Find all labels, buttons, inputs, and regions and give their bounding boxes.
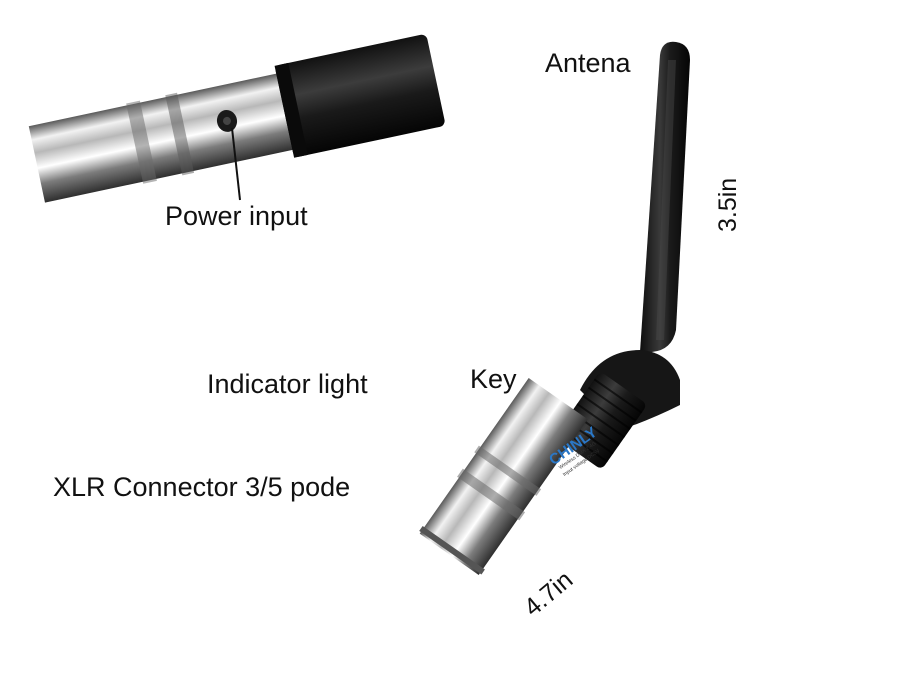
xlr-connector-label: XLR Connector 3/5 pode	[53, 472, 351, 502]
indicator-light-label: Indicator light	[207, 369, 368, 399]
key-label: Key	[470, 364, 517, 394]
inset-closeup	[28, 34, 445, 203]
antenna-label: Antena	[545, 48, 631, 78]
antenna	[640, 41, 690, 352]
antenna-length-dimension: 3.5in	[714, 177, 742, 232]
power-input-label: Power input	[165, 201, 308, 231]
chrome-body	[419, 378, 588, 575]
power-input-leader	[231, 127, 241, 201]
